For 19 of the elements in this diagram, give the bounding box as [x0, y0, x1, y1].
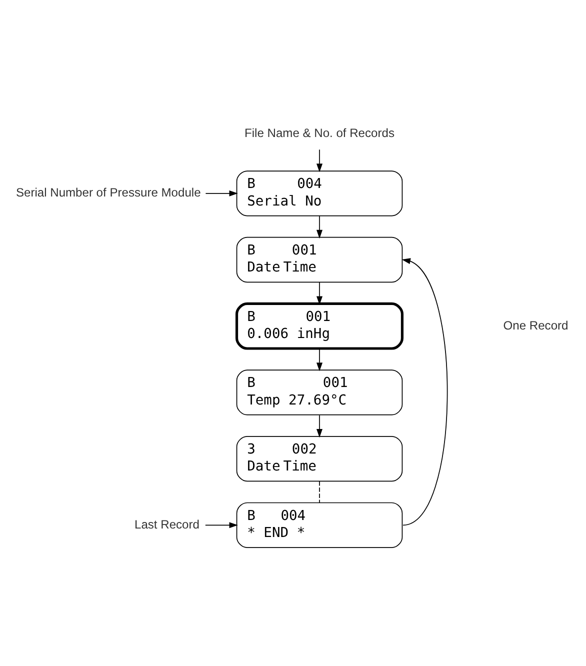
node-box: B 001 Date Time: [236, 236, 403, 283]
node-box: B 001 0.006 inHg: [235, 302, 404, 350]
connector: [319, 481, 320, 504]
node-text: Serial Number of Pressure Module: [16, 186, 201, 200]
label: One Record: [503, 318, 568, 332]
node-box: B 004 Serial No: [236, 170, 403, 216]
node-text: Last Record: [134, 517, 200, 532]
arrow: [316, 282, 323, 305]
arrow: [316, 149, 323, 172]
arrow: [204, 522, 238, 528]
arrow: [316, 348, 323, 372]
arrow: [402, 258, 448, 526]
arrow: [316, 216, 323, 239]
arrow: [316, 414, 323, 438]
node-box: 3 002 Date Time: [236, 436, 403, 482]
node-box: B 004 * END *: [236, 502, 403, 548]
arrow: [205, 190, 238, 196]
node-box: B 001 Temp 27.69°C: [236, 370, 403, 416]
node-text: File Name & No. of Records: [244, 126, 394, 140]
